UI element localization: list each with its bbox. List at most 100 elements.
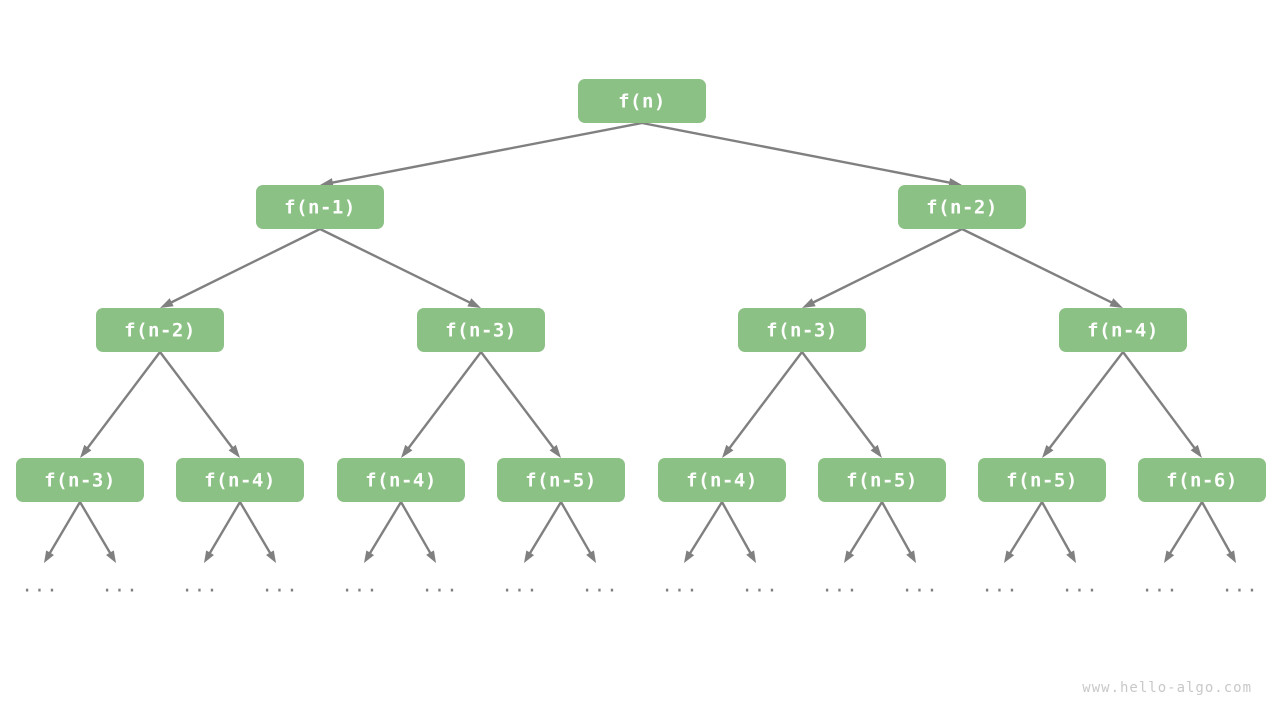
node-box[interactable] (978, 458, 1106, 502)
node-box[interactable] (1138, 458, 1266, 502)
node-box[interactable] (176, 458, 304, 502)
tree-node[interactable]: f(n-3) (738, 308, 866, 352)
edge-line (399, 501, 433, 555)
node-box[interactable] (738, 308, 866, 352)
arrow-head-icon (467, 298, 481, 308)
arrow-head-icon (524, 550, 535, 563)
arrow-head-icon (549, 444, 561, 458)
arrow-head-icon (1190, 444, 1202, 458)
edge-line (48, 501, 82, 555)
arrow-head-icon (160, 298, 174, 308)
leaf-edge-n8-right (238, 501, 276, 563)
leaf-edge-n14-left (1164, 501, 1204, 563)
tree-node[interactable]: f(n-4) (658, 458, 786, 502)
leaf-edge-n12-left (844, 501, 884, 563)
node-box[interactable] (578, 79, 706, 123)
node-label: f(n-2) (124, 320, 196, 342)
node-box[interactable] (1059, 308, 1187, 352)
ellipsis-marker: ... (101, 575, 138, 597)
node-box[interactable] (818, 458, 946, 502)
node-box[interactable] (658, 458, 786, 502)
tree-node[interactable]: f(n-5) (818, 458, 946, 502)
ellipsis-marker: ... (341, 575, 378, 597)
arrow-head-icon (44, 550, 54, 563)
arrow-head-icon (266, 550, 276, 563)
edge-n0-to-n2 (641, 121, 962, 187)
ellipsis-marker: ... (181, 575, 218, 597)
arrow-head-icon (204, 550, 214, 563)
tree-node[interactable]: f(n-3) (16, 458, 144, 502)
edge-line (559, 501, 593, 555)
leaf-edge-n9-right (399, 501, 436, 563)
edge-line (208, 501, 242, 555)
node-label: f(n-1) (284, 197, 356, 219)
node-box[interactable] (417, 308, 545, 352)
node-box[interactable] (337, 458, 465, 502)
node-box[interactable] (497, 458, 625, 502)
node-box[interactable] (898, 185, 1026, 229)
ellipsis-marker: ... (21, 575, 58, 597)
tree-node[interactable]: f(n-5) (497, 458, 625, 502)
arrow-head-icon (228, 444, 240, 458)
arrow-head-icon (722, 444, 734, 458)
tree-node[interactable]: f(n-4) (176, 458, 304, 502)
arrow-head-icon (684, 550, 695, 563)
arrow-head-icon (844, 550, 855, 563)
edge-n6-to-n13 (1042, 351, 1124, 458)
ellipsis-marker: ... (501, 575, 538, 597)
edge-line (1122, 351, 1197, 450)
node-label: f(n-3) (766, 320, 838, 342)
tree-node[interactable]: f(n-2) (96, 308, 224, 352)
arrow-head-icon (586, 550, 596, 563)
edge-line (720, 501, 753, 555)
node-label: f(n-4) (686, 470, 758, 492)
node-label: f(n-5) (846, 470, 918, 492)
edge-line (1168, 501, 1204, 556)
ellipsis-marker: ... (1141, 575, 1178, 597)
arrow-head-icon (1109, 298, 1123, 308)
edge-n1-to-n3 (160, 227, 321, 308)
node-label: f(n-3) (44, 470, 116, 492)
tree-node[interactable]: f(n-2) (898, 185, 1026, 229)
node-box[interactable] (16, 458, 144, 502)
ellipsis-marker: ... (261, 575, 298, 597)
edge-line (1008, 501, 1044, 556)
edge-line (330, 121, 643, 185)
arrow-head-icon (1164, 550, 1175, 563)
leaf-edge-n12-right (880, 501, 916, 563)
ellipsis-marker: ... (901, 575, 938, 597)
node-label: f(n) (618, 91, 666, 113)
arrow-head-icon (1004, 550, 1015, 563)
edge-n2-to-n5 (802, 227, 963, 308)
tree-node[interactable]: f(n-1) (256, 185, 384, 229)
tree-node[interactable]: f(n-4) (337, 458, 465, 502)
arrow-head-icon (906, 550, 916, 563)
tree-node[interactable]: f(n-5) (978, 458, 1106, 502)
edge-line (368, 501, 403, 556)
tree-node[interactable]: f(n-6) (1138, 458, 1266, 502)
ellipsis-marker: ... (1061, 575, 1098, 597)
leaf-edges-layer (44, 501, 1236, 563)
tree-node[interactable]: f(n) (578, 79, 706, 123)
leaf-edge-n7-left (44, 501, 82, 563)
arrow-head-icon (106, 550, 116, 563)
node-label: f(n-3) (445, 320, 517, 342)
tree-node[interactable]: f(n-4) (1059, 308, 1187, 352)
node-label: f(n-4) (204, 470, 276, 492)
nodes-layer: f(n) f(n-1) f(n-2) f(n-2) f(n-3) f(n-3) f(n-4)… (16, 79, 1266, 502)
tree-node[interactable]: f(n-3) (417, 308, 545, 352)
node-box[interactable] (256, 185, 384, 229)
arrow-head-icon (746, 550, 756, 563)
leaf-edge-n10-left (524, 501, 563, 563)
ellipsis-marker: ... (981, 575, 1018, 597)
leaf-edge-n11-right (720, 501, 756, 563)
arrow-head-icon (1042, 444, 1054, 458)
edge-n4-to-n9 (401, 351, 482, 458)
node-label: f(n-2) (926, 197, 998, 219)
node-box[interactable] (96, 308, 224, 352)
arrow-head-icon (802, 298, 816, 308)
edge-n3-to-n7 (80, 351, 161, 458)
arrow-head-icon (948, 178, 962, 187)
edge-line (1200, 501, 1233, 555)
